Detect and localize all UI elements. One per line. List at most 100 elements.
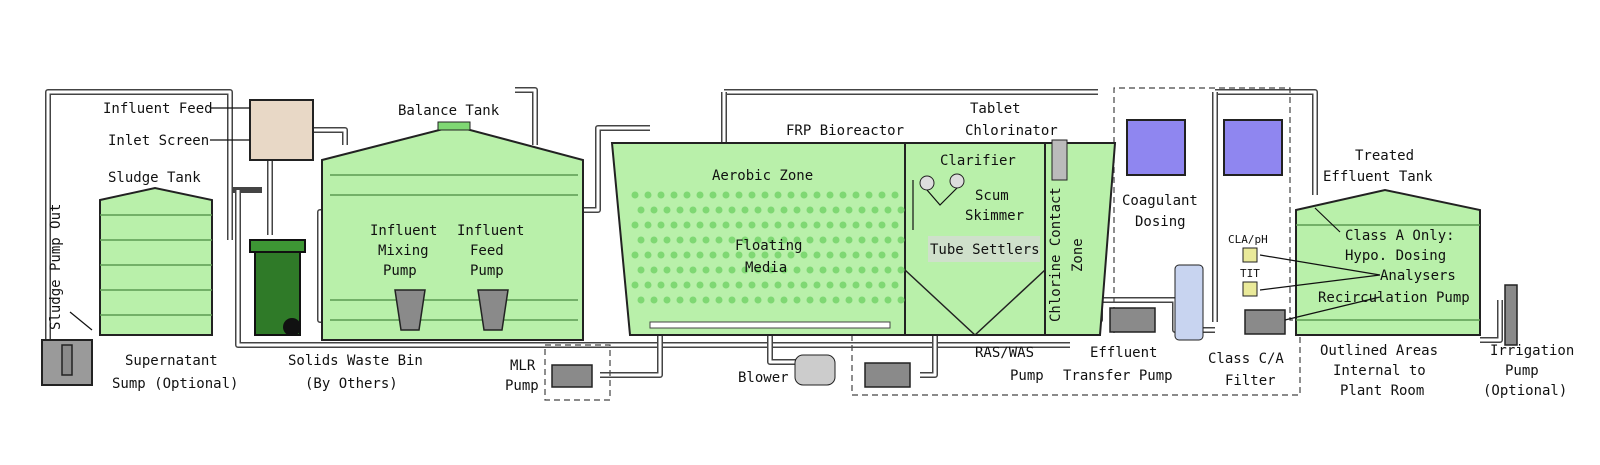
media-dot	[852, 251, 860, 259]
label-line: Hypo. Dosing	[1345, 248, 1446, 264]
media-dot	[715, 206, 723, 214]
media-dot	[878, 221, 886, 229]
media-dot	[683, 191, 691, 199]
media-dot	[722, 251, 730, 259]
media-dot	[735, 281, 743, 289]
media-dot	[644, 221, 652, 229]
media-dot	[793, 236, 801, 244]
cla-ph-analyser	[1242, 247, 1258, 263]
effluent-transfer-pump-icon	[1109, 307, 1156, 333]
label-influent-feed-pump: Influent	[457, 223, 524, 239]
media-dot	[826, 191, 834, 199]
media-dot	[871, 206, 879, 214]
label-supernatant-sump: Supernatant	[125, 353, 218, 369]
media-dot	[800, 281, 808, 289]
media-dot	[858, 206, 866, 214]
media-dot	[748, 191, 756, 199]
media-dot	[878, 281, 886, 289]
media-dot	[728, 266, 736, 274]
label-line: (Optional)	[1483, 383, 1567, 399]
media-dot	[806, 266, 814, 274]
label-line: Filter	[1225, 373, 1276, 389]
media-dot	[793, 206, 801, 214]
media-dot	[832, 206, 840, 214]
hypo-dosing-tank	[1223, 119, 1283, 176]
media-dot	[832, 236, 840, 244]
media-dot	[865, 251, 873, 259]
media-dot	[884, 266, 892, 274]
irrigation-pump-icon	[1504, 284, 1518, 346]
label-line: Mixing	[378, 243, 429, 259]
media-dot	[657, 281, 665, 289]
media-dot	[637, 266, 645, 274]
media-dot	[709, 191, 717, 199]
label-line: (By Others)	[305, 376, 398, 392]
label-line: Pump	[470, 263, 504, 279]
treated-effluent-tank	[1295, 188, 1481, 336]
media-dot	[683, 281, 691, 289]
media-dot	[871, 296, 879, 304]
label-line: Transfer Pump	[1063, 368, 1173, 384]
media-dot	[793, 296, 801, 304]
media-dot	[891, 221, 899, 229]
inlet-screen	[249, 99, 314, 161]
media-dot	[696, 221, 704, 229]
label-clarifier: Clarifier	[940, 153, 1016, 169]
blower-icon	[794, 354, 836, 386]
class-filter-icon	[1174, 264, 1204, 341]
media-dot	[826, 221, 834, 229]
media-dot	[696, 281, 704, 289]
media-dot	[722, 281, 730, 289]
media-dot	[897, 296, 905, 304]
media-dot	[780, 266, 788, 274]
media-dot	[689, 266, 697, 274]
media-dot	[852, 191, 860, 199]
media-dot	[754, 266, 762, 274]
media-dot	[689, 206, 697, 214]
media-dot	[748, 221, 756, 229]
media-dot	[839, 191, 847, 199]
label-ras-was-pump: RAS/WAS	[975, 345, 1034, 361]
media-dot	[631, 251, 639, 259]
media-dot	[884, 236, 892, 244]
sump-pump-icon	[61, 344, 73, 376]
media-dot	[644, 191, 652, 199]
label-recirculation-pump: Recirculation Pump	[1318, 290, 1470, 306]
label-line: Zone	[1070, 238, 1086, 272]
media-dot	[826, 281, 834, 289]
label-treated-effluent-tank: Treated	[1355, 148, 1414, 164]
media-dot	[839, 251, 847, 259]
label-class-filter: Class C/A	[1208, 351, 1284, 367]
media-dot	[644, 281, 652, 289]
tit-analyser	[1242, 281, 1258, 297]
media-dot	[852, 221, 860, 229]
media-dot	[858, 296, 866, 304]
balance-tank	[321, 121, 584, 341]
media-dot	[709, 221, 717, 229]
label-line: Pump	[1010, 368, 1044, 384]
media-dot	[826, 251, 834, 259]
media-dot	[787, 251, 795, 259]
media-dot	[696, 251, 704, 259]
media-dot	[715, 266, 723, 274]
media-dot	[715, 236, 723, 244]
media-dot	[741, 296, 749, 304]
label-scum-skimmer: Scum	[975, 188, 1009, 204]
label-line: Plant Room	[1340, 383, 1424, 399]
media-dot	[897, 206, 905, 214]
label-analysers: Analysers	[1380, 268, 1456, 284]
label-line: Media	[745, 260, 787, 276]
media-dot	[741, 266, 749, 274]
media-dot	[793, 266, 801, 274]
influent-feed-pump-icon	[477, 289, 509, 331]
media-dot	[767, 206, 775, 214]
media-dot	[728, 206, 736, 214]
label-influent-mixing-pump: Influent	[370, 223, 437, 239]
label-line: Effluent Tank	[1323, 169, 1433, 185]
label-outlined-areas: Outlined Areas	[1320, 343, 1438, 359]
label-tablet-chlorinator: Tablet	[970, 101, 1021, 117]
label-tit: TIT	[1240, 267, 1260, 280]
media-dot	[663, 236, 671, 244]
label-irrigation-pump: Irrigation	[1490, 343, 1574, 359]
media-dot	[676, 266, 684, 274]
